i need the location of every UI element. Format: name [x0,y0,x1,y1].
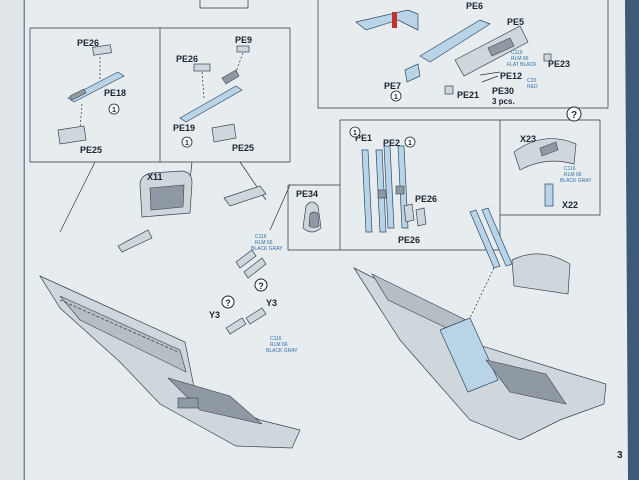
label-pe23: PE23 [548,59,570,69]
label-pe12: PE12 [500,71,522,81]
one-side-arrow-icon [404,136,416,148]
label-pe6: PE6 [466,1,483,11]
label-pe7: PE7 [384,81,401,91]
label-x23: X23 [520,134,536,144]
paint-color-red: RED [527,84,538,90]
question-mark-icon [221,295,235,309]
label-pe2: PE2 [383,138,400,148]
facing-page-edge [0,0,24,480]
paint-name-lb: RLM 66 [270,342,288,348]
paint-code: C115 [511,50,523,56]
one-side-arrow-icon [181,136,193,148]
svg-text:?: ? [258,281,264,291]
paint-color-x: BLACK GRAY [560,178,592,184]
svg-text:1: 1 [394,94,398,101]
question-mark-icon [254,278,268,292]
label-pe21: PE21 [457,90,479,100]
paint-name-la: RLM 66 [255,240,273,246]
label-pe5: PE5 [507,17,524,27]
panel-pe18: PE26 PE18 1 PE25 [57,38,126,155]
label-pe26: PE26 [77,38,99,48]
label-pe30: PE30 [492,86,514,96]
svg-text:1: 1 [185,140,189,147]
label-pe9: PE9 [235,35,252,45]
paint-color-lb: BLACK GRAY [266,348,298,354]
paint-name-x: RLM 66 [564,172,582,178]
svg-text:1: 1 [112,107,116,114]
label-x22: X22 [562,200,578,210]
label-pe34: PE34 [296,189,318,199]
one-side-arrow-icon [108,103,120,115]
left-assembly: X11 Y3 Y3 ? ? C116 RLM 66 BLACK GRAY C11… [39,170,301,449]
label-pe26-d: PE26 [398,235,420,245]
label-pe25: PE25 [80,145,102,155]
panel-pe19: PE26 PE9 PE19 1 PE25 [173,35,254,153]
label-pe26-b: PE26 [176,54,198,64]
label-x11: X11 [147,172,163,182]
paint-code-la: C116 [255,234,267,240]
paint-color: FLAT BLACK [507,62,537,68]
svg-text:1: 1 [408,140,412,147]
frame-x23 [500,119,601,216]
label-pe1: PE1 [355,133,372,143]
paint-code-x: C116 [564,166,576,172]
one-side-arrow-icon [390,90,402,102]
paint-name: RLM 66 [511,56,529,62]
svg-text:?: ? [571,110,577,121]
frame-pe34 [287,185,340,251]
paint-code-red: C33 [527,78,536,84]
paint-code-lb: C116 [270,336,282,342]
question-mark-icon [566,106,582,122]
one-side-arrow-icon [349,126,361,138]
label-pe18: PE18 [104,88,126,98]
svg-text:1: 1 [353,130,357,137]
panel-belts: PE1 1 PE2 1 PE26 PE26 [349,126,437,245]
svg-text:?: ? [225,298,231,308]
label-pe25-b: PE25 [232,143,254,153]
frame-top-right [317,0,609,109]
right-assembly [353,207,607,441]
label-3pcs: 3 pcs. [492,97,515,106]
panel-pe34: PE34 [296,189,322,233]
label-y3-a: Y3 [209,310,220,320]
panel-pe-top: PE6 PE5 PE23 PE7 1 PE12 PE21 PE30 3 pcs.… [355,1,570,106]
label-pe26-c: PE26 [415,194,437,204]
label-pe19: PE19 [173,123,195,133]
label-y3-b: Y3 [266,298,277,308]
page-number: 3 [617,450,623,461]
paint-color-la: BLACK GRAY [251,246,283,252]
panel-x23: X23 X22 ? C116 RLM 66 BLACK GRAY [513,106,592,210]
